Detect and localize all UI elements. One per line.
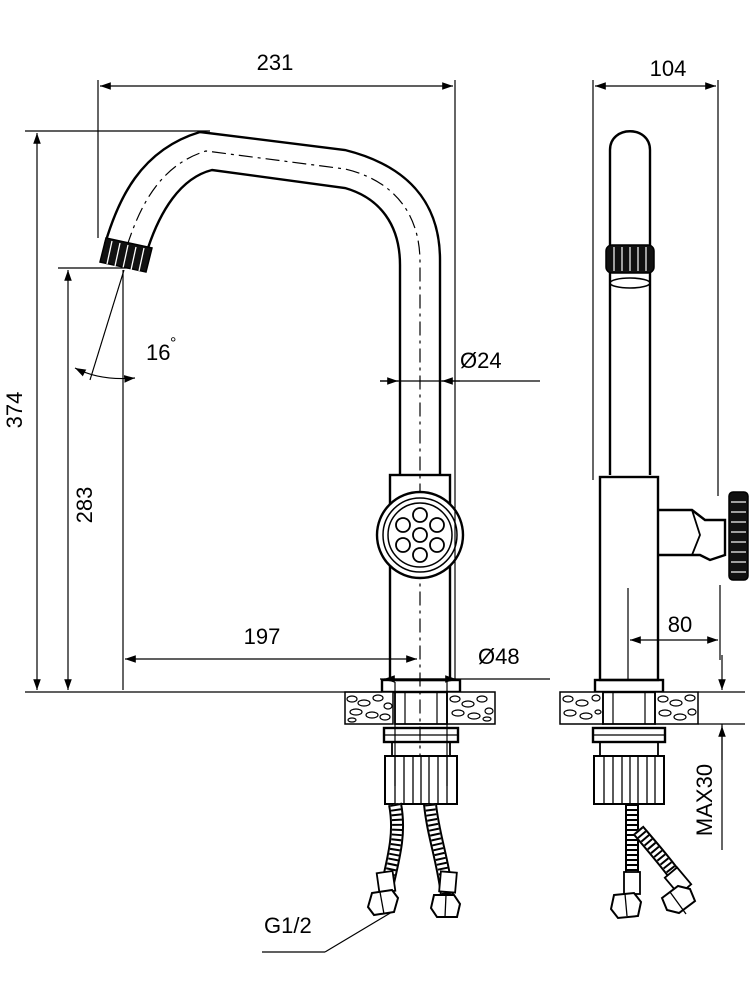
handle-knob: [375, 490, 465, 580]
side-flex-hoses: [609, 804, 697, 920]
countertop-section-front: [344, 691, 496, 725]
dim-thread-size: G1/2: [264, 913, 312, 938]
degree-symbol: °: [170, 335, 176, 352]
dim-spout-angle: 16: [146, 340, 170, 365]
dim-side-width: 104: [650, 56, 687, 81]
side-handle-knob: [728, 491, 749, 581]
dim-handle-depth: 80: [668, 612, 692, 637]
flex-hoses-front: [366, 802, 462, 918]
dim-spout-height: 283: [72, 487, 97, 524]
side-ribbed-nut: [593, 755, 665, 805]
dim-spout-reach: 197: [244, 624, 281, 649]
spout-centerline: [126, 150, 421, 760]
side-shank: [599, 741, 659, 757]
side-view: 104 80 MAX30: [559, 56, 749, 920]
spout-inner-edge: [146, 168, 402, 475]
shank-front: [391, 741, 451, 757]
dim-base-diameter: Ø48: [478, 644, 520, 669]
ribbed-nut-front: [384, 755, 458, 805]
side-base-flange: [593, 678, 665, 694]
front-view: 231 374 283 16 ° Ø24 197 Ø48 G1/2: [2, 50, 550, 953]
spout-outer-edge: [103, 130, 442, 475]
dim-overall-width: 231: [257, 50, 294, 75]
side-spout: [608, 130, 652, 475]
dim-arc-spout-angle: [74, 367, 136, 383]
side-aerator: [605, 244, 655, 289]
dim-pipe-diameter: Ø24: [460, 348, 502, 373]
aerator: [99, 237, 153, 273]
countertop-section-side: [559, 691, 699, 725]
side-handle-stem: [658, 508, 727, 562]
dim-max-counter-thickness: MAX30: [692, 764, 717, 836]
base-flange: [380, 678, 462, 694]
side-body: [598, 475, 660, 682]
dim-overall-height: 374: [2, 392, 27, 429]
